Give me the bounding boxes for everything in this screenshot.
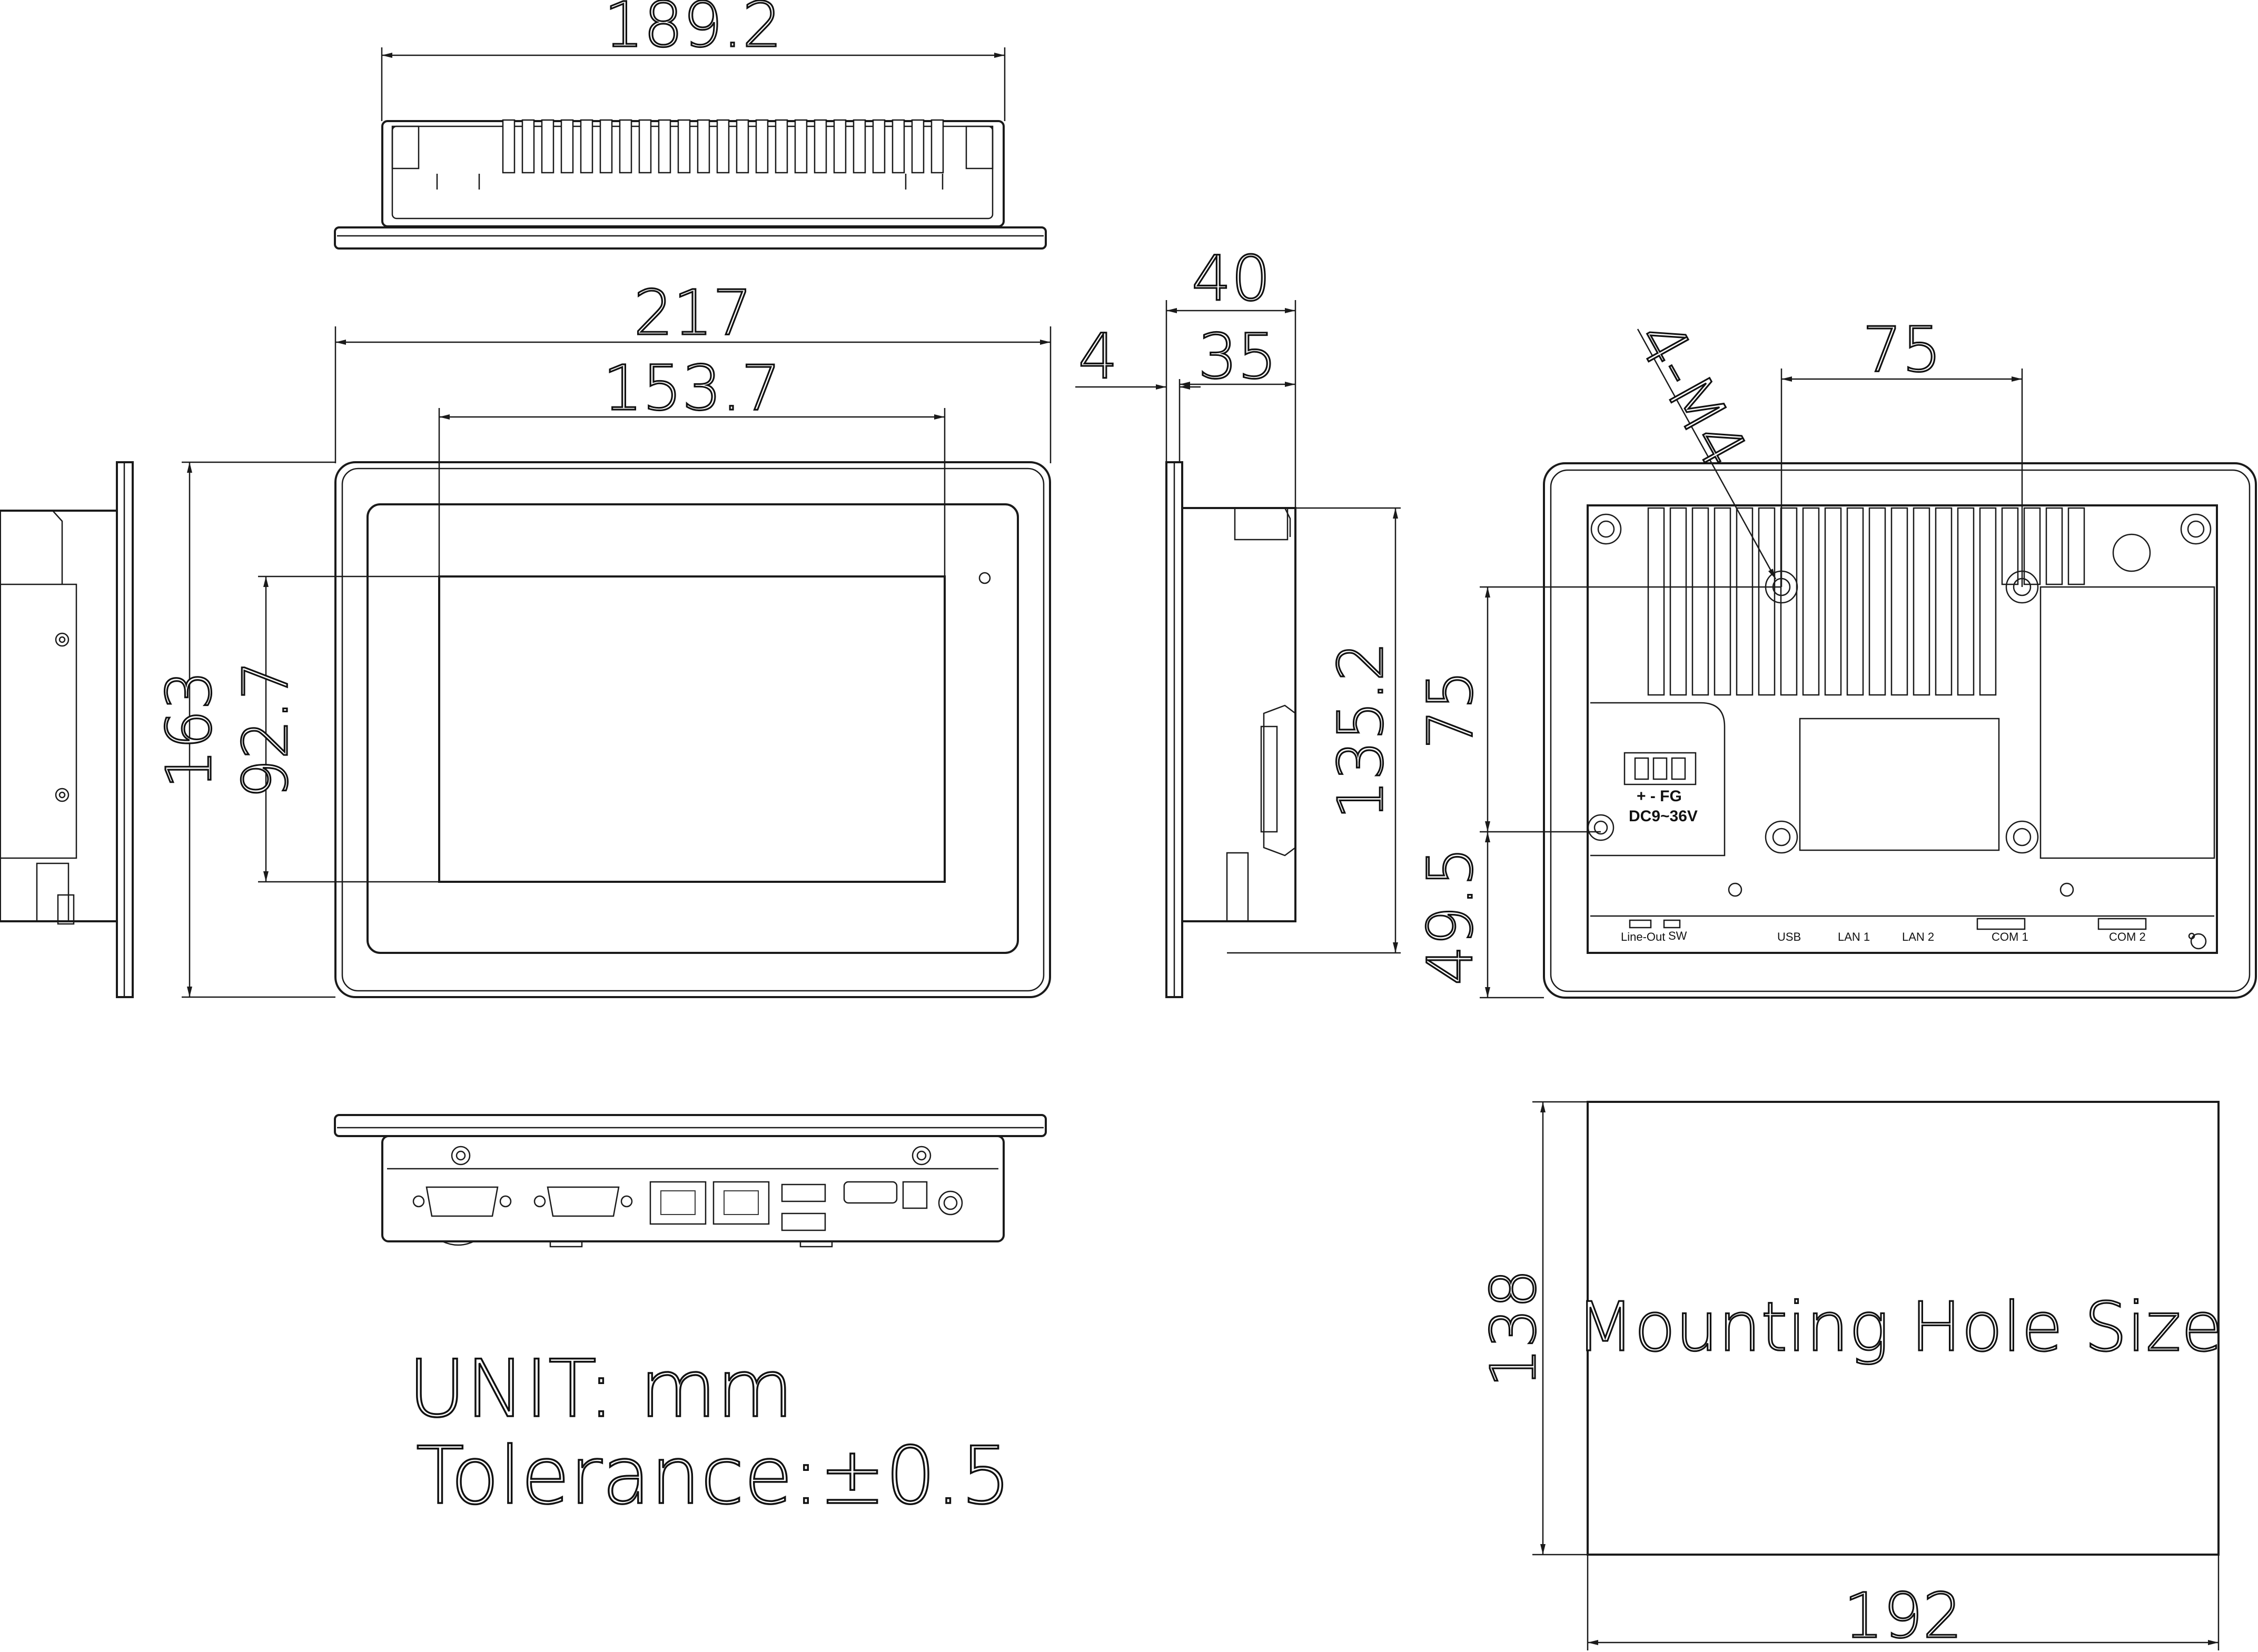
front-view: 217 153.7 163 92.7 bbox=[152, 275, 1052, 998]
port-label-usb: USB bbox=[1777, 930, 1801, 943]
lan-port-1-icon bbox=[649, 1181, 707, 1225]
cutout-label: Mounting Hole Size bbox=[1576, 1288, 2223, 1367]
usb-port-1-icon bbox=[781, 1183, 826, 1202]
com-port-2-icon bbox=[533, 1186, 633, 1217]
port-label-com1: COM 1 bbox=[1992, 930, 2028, 943]
bottom-view bbox=[334, 1114, 1047, 1248]
audio-jack-icon bbox=[938, 1190, 963, 1216]
power-connector-icon bbox=[902, 1181, 928, 1209]
top-view: 189.2 bbox=[334, 0, 1047, 250]
usb-port-2-icon bbox=[781, 1212, 826, 1231]
top-heatsink-fins bbox=[502, 119, 944, 174]
port-label-sw: SW bbox=[1668, 929, 1687, 942]
dim-cutout-height: 138 bbox=[1477, 1269, 1550, 1387]
rear-view: + - FG DC9~36V Line-Out SW USB LAN 1 LAN… bbox=[1413, 308, 2257, 999]
unit-note: UNIT: mm bbox=[408, 1344, 794, 1435]
tolerance-note: Tolerance:±0.5 bbox=[416, 1430, 1011, 1522]
dim-active-height: 92.7 bbox=[229, 661, 302, 799]
dim-top-width: 189.2 bbox=[604, 0, 782, 61]
dim-active-width: 153.7 bbox=[603, 352, 781, 424]
dim-front-width: 217 bbox=[633, 276, 752, 349]
power-rating-label: DC9~36V bbox=[1629, 808, 1698, 825]
port-label-lan1: LAN 1 bbox=[1838, 930, 1870, 943]
dim-front-height: 163 bbox=[153, 670, 225, 789]
dim-cutout-width: 192 bbox=[1844, 1579, 1962, 1652]
dim-side-height: 135.2 bbox=[1324, 642, 1397, 820]
port-label-lan2: LAN 2 bbox=[1902, 930, 1934, 943]
port-label-com2: COM 2 bbox=[2109, 930, 2146, 943]
dim-side-body: 35 bbox=[1198, 320, 1277, 393]
ground-icon bbox=[2190, 933, 2207, 950]
rear-heatsink-fins bbox=[1647, 507, 2085, 696]
panel-cutout: Mounting Hole Size 138 192 bbox=[1476, 1101, 2223, 1652]
lan-port-2-icon bbox=[712, 1181, 770, 1225]
right-side-view: 40 35 4 135.2 bbox=[1075, 241, 1401, 998]
dim-side-bezel: 4 bbox=[1078, 320, 1117, 393]
power-polarity-label: + - FG bbox=[1637, 788, 1682, 805]
display-port-icon bbox=[843, 1181, 898, 1204]
dim-vesa-v: 75 bbox=[1414, 670, 1487, 749]
dim-vesa-h: 75 bbox=[1863, 313, 1942, 386]
com-port-1-icon bbox=[412, 1186, 512, 1217]
drawing-notes: UNIT: mm Tolerance:±0.5 bbox=[407, 1342, 1012, 1523]
dim-vesa-bottom: 49.5 bbox=[1414, 847, 1487, 986]
left-side-view bbox=[0, 461, 134, 998]
hole-spec-label: 4-M4 bbox=[1622, 309, 1761, 480]
dim-side-total: 40 bbox=[1192, 242, 1271, 315]
port-label-line-out: Line-Out bbox=[1621, 930, 1665, 943]
